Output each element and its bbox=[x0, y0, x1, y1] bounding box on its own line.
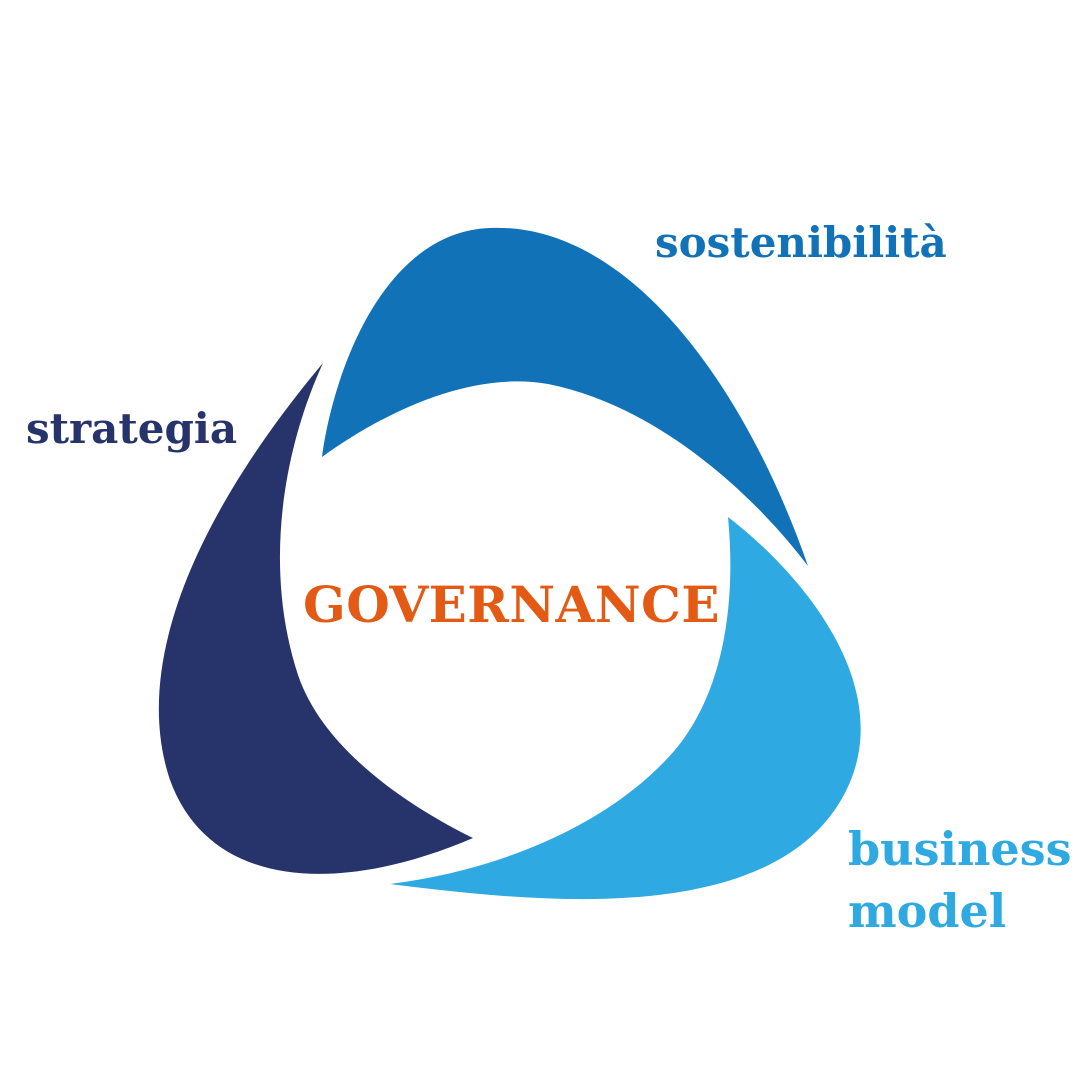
label-business-line2: model bbox=[848, 884, 1007, 938]
label-strategia: strategia bbox=[26, 404, 238, 453]
segment-business-model bbox=[390, 517, 861, 900]
label-business-model: business model bbox=[848, 818, 1072, 942]
segment-sostenibilita bbox=[322, 227, 808, 566]
label-business-line1: business bbox=[848, 822, 1072, 876]
label-sostenibilita: sostenibilità bbox=[655, 218, 947, 267]
center-label-governance: GOVERNANCE bbox=[303, 575, 720, 634]
segment-strategia bbox=[158, 363, 474, 874]
